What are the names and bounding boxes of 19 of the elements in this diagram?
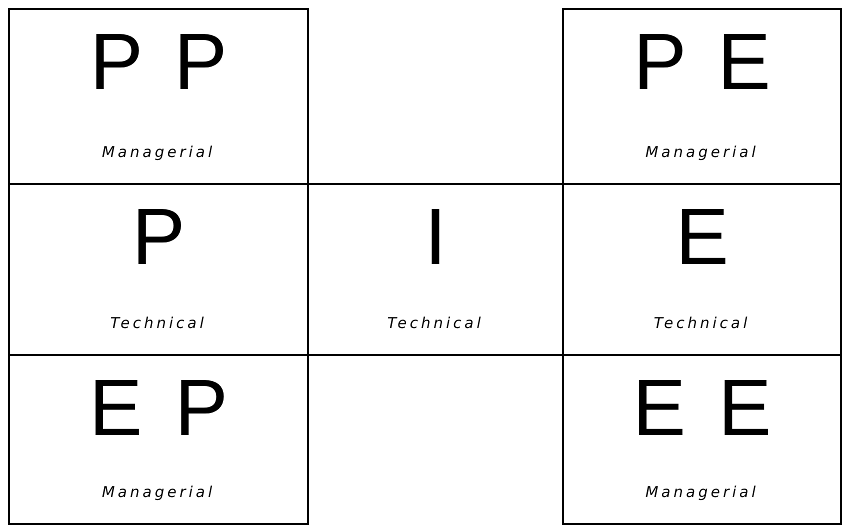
grid-cell xyxy=(562,354,842,525)
grid-cell xyxy=(8,354,309,525)
letter-code: P E xyxy=(633,22,771,102)
letter-code: P P xyxy=(90,22,228,102)
role-label: Technical xyxy=(110,314,207,332)
letter-code: E E xyxy=(632,368,772,448)
letter-code: I xyxy=(424,197,447,277)
letter-code: E P xyxy=(89,368,228,448)
grid-cell xyxy=(8,8,309,185)
role-label: Managerial xyxy=(102,143,216,161)
grid-cell xyxy=(562,8,842,185)
role-label: Technical xyxy=(654,314,750,332)
role-label: Managerial xyxy=(645,143,759,161)
role-label: Managerial xyxy=(102,483,216,501)
grid-cell xyxy=(307,183,564,356)
letter-code: P xyxy=(132,197,186,277)
letter-code: E xyxy=(675,197,729,277)
role-label: Technical xyxy=(387,314,484,332)
role-label: Managerial xyxy=(645,483,759,501)
